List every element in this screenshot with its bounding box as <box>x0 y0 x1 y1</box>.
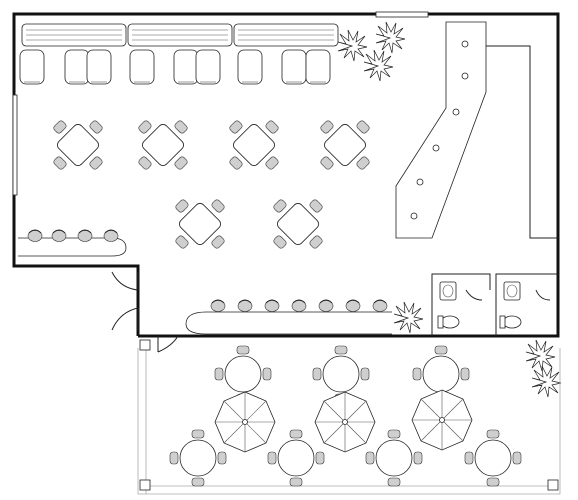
lower-bar-counter <box>185 299 392 335</box>
booth-row-3 <box>233 23 339 85</box>
booth-row-2 <box>127 23 233 85</box>
building-walls <box>12 11 560 338</box>
patio-umbrellas <box>214 389 473 453</box>
main-bar <box>395 21 558 239</box>
entrance-door[interactable] <box>111 271 179 353</box>
restrooms <box>431 273 558 336</box>
patio-boundary <box>137 339 561 495</box>
left-bar-counter <box>18 229 127 257</box>
square-tables <box>52 119 371 250</box>
booth-row-1 <box>19 23 127 85</box>
